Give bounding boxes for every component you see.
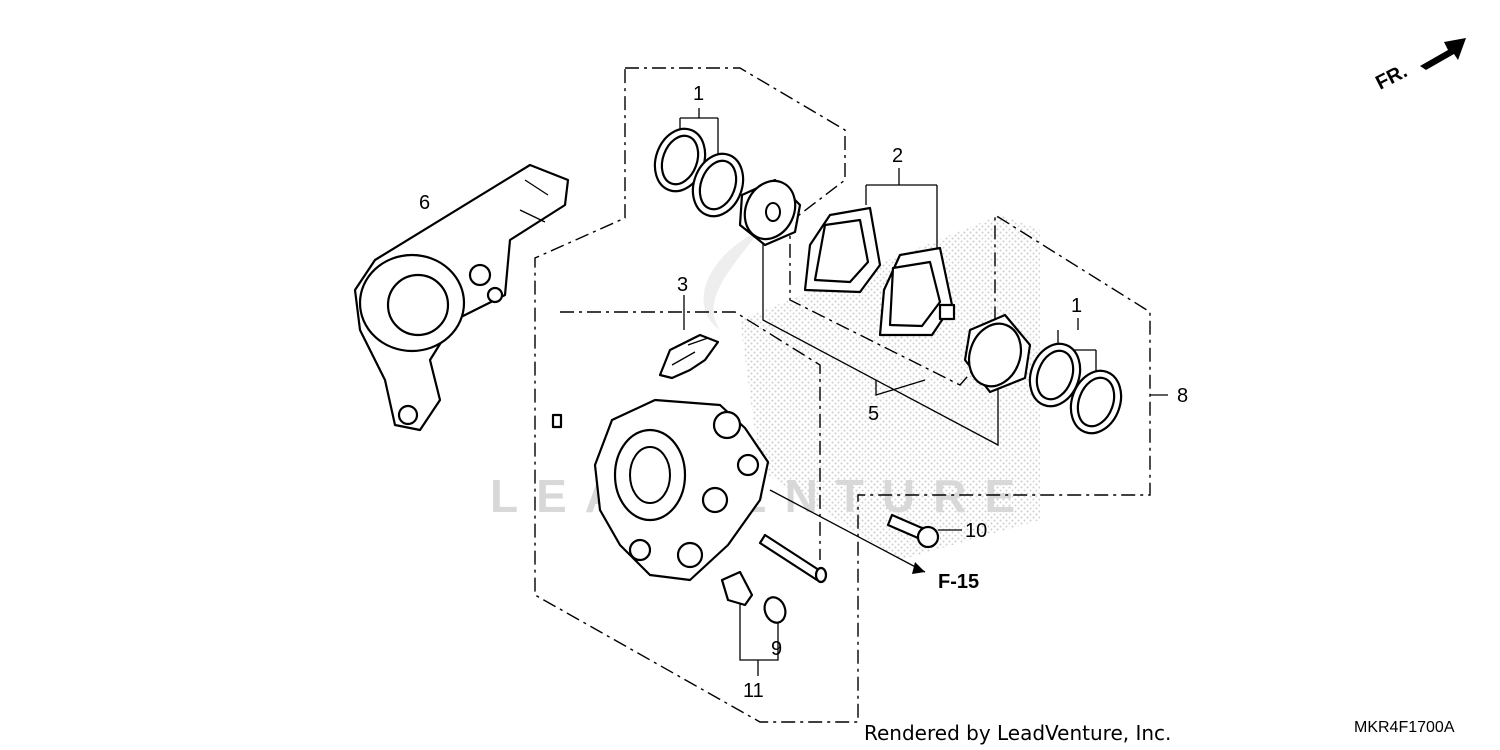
- callout-10: 10: [965, 520, 987, 542]
- pin-outline: [560, 311, 821, 560]
- leader-lines: [679, 108, 1168, 676]
- pad-spring: [658, 333, 720, 380]
- bleeder-cap: [763, 596, 787, 624]
- callout-11: 11: [743, 680, 764, 702]
- callout-3: 3: [677, 274, 688, 296]
- reference-f15: F-15: [938, 571, 979, 593]
- front-direction-label: FR.: [1372, 60, 1411, 94]
- callout-9: 9: [771, 638, 782, 660]
- bolt: [886, 513, 940, 549]
- piston-seals-right: [1028, 342, 1123, 435]
- caliper-body: [593, 398, 770, 582]
- assembly-outlines: [534, 67, 1151, 723]
- callout-2: 2: [892, 145, 903, 167]
- diagram-code: MKR4F1700A: [1354, 719, 1455, 736]
- callout-8: 8: [1177, 385, 1188, 407]
- callout-5: 5: [868, 403, 879, 425]
- render-credit: Rendered by LeadVenture, Inc.: [864, 721, 1171, 745]
- front-direction-arrow: FR.: [1372, 38, 1466, 94]
- pad-pin: [758, 533, 828, 584]
- callout-1-left: 1: [693, 83, 704, 105]
- piston-right: [963, 313, 1032, 394]
- caliper-assembly-outline: [534, 67, 1151, 723]
- piston-left: [738, 178, 802, 247]
- piston-seals-left: [653, 127, 745, 218]
- pin-clip: [551, 413, 563, 429]
- caliper-bracket: [353, 163, 570, 432]
- callout-1-right: 1: [1071, 295, 1082, 317]
- bleeder: [720, 570, 754, 607]
- callout-6: 6: [419, 192, 430, 214]
- brake-pads: [803, 206, 956, 337]
- watermark: LEADVENTURE: [490, 215, 1040, 560]
